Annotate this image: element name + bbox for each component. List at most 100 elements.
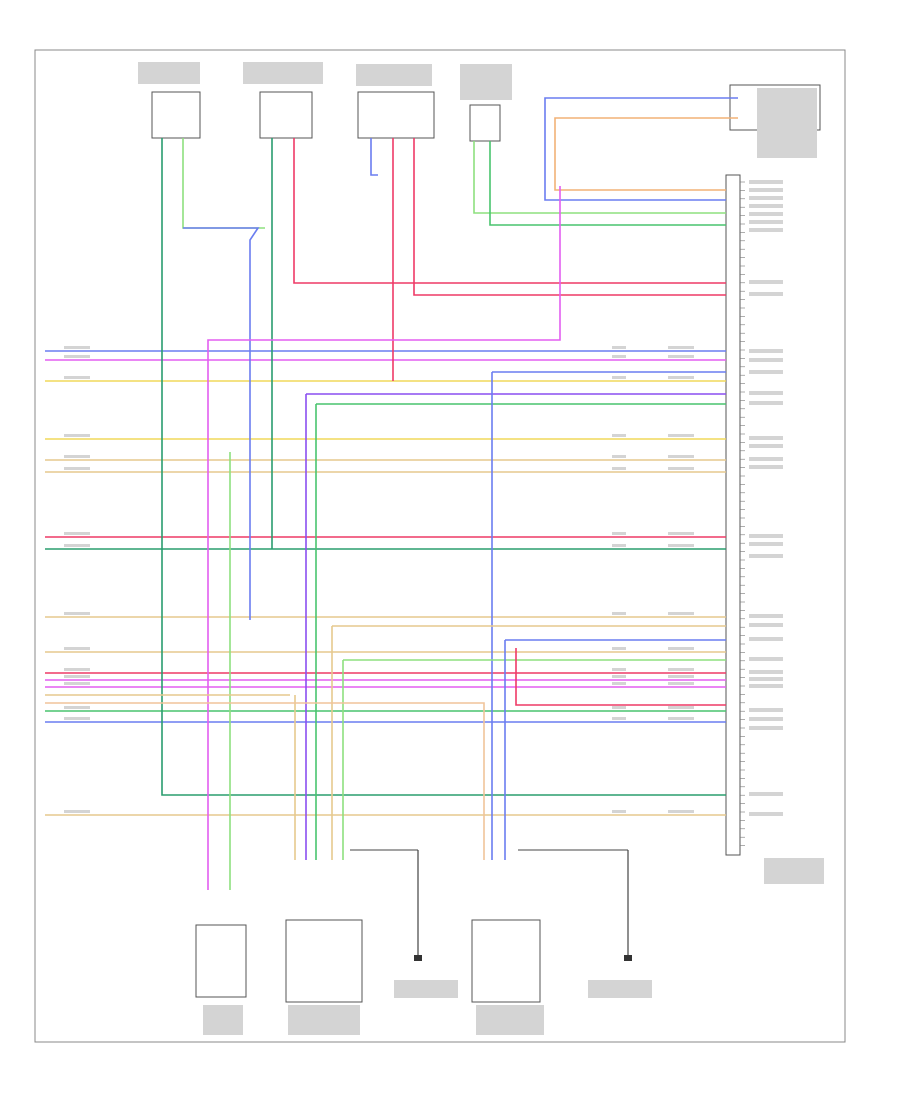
illegible-label-mark [612, 532, 626, 535]
illegible-label-mark [749, 444, 783, 448]
illegible-label-mark [64, 675, 90, 678]
illegible-label-mark [749, 188, 783, 192]
illegible-label-mark [612, 810, 626, 813]
illegible-label-mark [64, 532, 90, 535]
illegible-label-mark [64, 376, 90, 379]
illegible-label-mark [64, 717, 90, 720]
illegible-label-mark [749, 792, 783, 796]
illegible-label-mark [356, 64, 432, 86]
bottom-connector-2 [285, 919, 363, 1003]
illegible-label-mark [612, 612, 626, 615]
wire-17 [161, 138, 726, 796]
illegible-label-mark [64, 544, 90, 547]
illegible-label-mark [749, 637, 783, 641]
ground-symbol-2 [518, 849, 632, 961]
illegible-label-mark [749, 457, 783, 461]
illegible-label-mark [64, 467, 90, 470]
illegible-label-mark [612, 717, 626, 720]
illegible-label-mark [749, 812, 783, 816]
illegible-label-mark [668, 612, 694, 615]
illegible-label-mark [64, 355, 90, 358]
pcm-pin-ticks [740, 181, 745, 846]
illegible-label-mark [612, 455, 626, 458]
illegible-label-mark [612, 544, 626, 547]
illegible-label-mark [749, 534, 783, 538]
wire-27 [544, 97, 738, 201]
illegible-label-mark [668, 682, 694, 685]
illegible-label-mark [612, 376, 626, 379]
illegible-label-mark [749, 554, 783, 558]
illegible-label-mark [64, 647, 90, 650]
illegible-label-mark [64, 682, 90, 685]
illegible-label-mark [612, 682, 626, 685]
illegible-label-mark [668, 544, 694, 547]
illegible-label-mark [64, 455, 90, 458]
diagram-frame [34, 49, 846, 1043]
illegible-label-mark [288, 1005, 360, 1035]
illegible-label-mark [749, 465, 783, 469]
wire-29 [207, 186, 561, 890]
illegible-label-mark [668, 346, 694, 349]
illegible-label-mark [749, 228, 783, 232]
wire-28 [554, 117, 738, 191]
illegible-label-mark [749, 220, 783, 224]
illegible-label-mark [243, 62, 323, 84]
wire-46 [45, 702, 485, 860]
illegible-label-mark [612, 467, 626, 470]
illegible-label-mark [749, 657, 783, 661]
illegible-label-mark [668, 647, 694, 650]
illegible-label-mark [64, 706, 90, 709]
wire-19 [183, 227, 260, 620]
illegible-label-mark [64, 346, 90, 349]
illegible-label-mark [612, 675, 626, 678]
illegible-label-mark [749, 358, 783, 362]
illegible-label-mark [612, 706, 626, 709]
illegible-label-mark [668, 376, 694, 379]
top-connector-3 [357, 91, 435, 139]
illegible-label-mark [476, 1005, 544, 1035]
illegible-label-mark [749, 204, 783, 208]
wire-18 [182, 138, 265, 229]
illegible-label-mark [138, 62, 200, 84]
illegible-label-mark [668, 810, 694, 813]
illegible-label-mark [749, 708, 783, 712]
bottom-connector-1 [195, 924, 247, 998]
illegible-label-mark [668, 434, 694, 437]
pcm-connector-strip [725, 174, 741, 856]
illegible-label-mark [612, 668, 626, 671]
illegible-label-mark [668, 467, 694, 470]
wire-42 [515, 648, 726, 706]
illegible-label-mark [668, 355, 694, 358]
wire-group [45, 97, 738, 890]
illegible-label-mark [668, 706, 694, 709]
illegible-label-mark [749, 684, 783, 688]
illegible-label-mark [668, 532, 694, 535]
top-connector-4 [469, 104, 501, 142]
illegible-label-mark [64, 810, 90, 813]
illegible-label-mark [749, 280, 783, 284]
illegible-label-mark [588, 980, 652, 998]
illegible-label-mark [612, 434, 626, 437]
bottom-connector-3 [471, 919, 541, 1003]
illegible-label-mark [668, 717, 694, 720]
illegible-label-mark [749, 623, 783, 627]
illegible-label-mark [749, 717, 783, 721]
wire-25 [473, 141, 726, 214]
illegible-label-mark [749, 670, 783, 674]
illegible-label-mark [203, 1005, 243, 1035]
illegible-label-mark [757, 88, 817, 158]
illegible-label-mark [749, 436, 783, 440]
illegible-label-mark [749, 391, 783, 395]
illegible-label-mark [612, 647, 626, 650]
illegible-label-mark [749, 370, 783, 374]
wire-21 [293, 138, 726, 284]
illegible-label-mark [668, 455, 694, 458]
illegible-label-mark [749, 677, 783, 681]
illegible-label-mark [749, 726, 783, 730]
illegible-label-mark [668, 675, 694, 678]
wire-22 [370, 138, 378, 176]
illegible-label-mark [394, 980, 458, 998]
illegible-label-mark [612, 346, 626, 349]
illegible-label-mark [749, 196, 783, 200]
